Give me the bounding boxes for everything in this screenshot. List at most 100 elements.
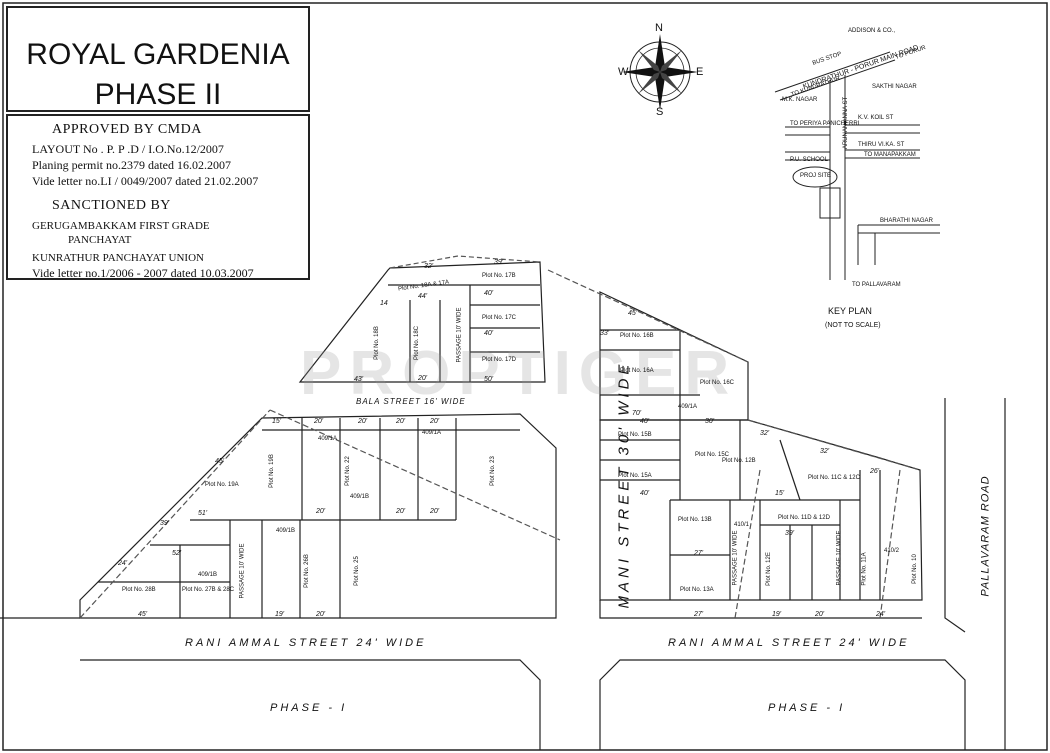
dimension-label: 20' [418, 375, 428, 382]
plot-label: Plot No. 19B [268, 454, 275, 488]
north-block [298, 261, 546, 383]
dimension-label: 19' [772, 611, 782, 618]
dimension-label: 40' [484, 330, 494, 337]
sanction-body1: GERUGAMBAKKAM FIRST GRADE [32, 220, 210, 232]
dimension-label: 50' [484, 376, 494, 383]
approval-box: APPROVED BY CMDA LAYOUT No . P. P .D / I… [6, 114, 310, 280]
plot-label: Plot No. 18C [414, 325, 421, 361]
kp-pu-school: P.U. SCHOOL [790, 157, 828, 163]
phase1-left-boundary [80, 659, 541, 750]
sanction-body2: PANCHAYAT [68, 234, 132, 246]
project-title: ROYAL GARDENIA [26, 38, 290, 71]
dimension-label: 20' [815, 611, 825, 618]
plot-label: Plot No. 15A [618, 473, 652, 479]
mani-street-label: MANI STREET 30' WIDE [615, 360, 633, 609]
dimension-label: 15' [272, 418, 282, 425]
plot-label: Plot No. 10 [911, 554, 918, 584]
dimension-label: 20' [430, 508, 440, 515]
approval-letter: Vide letter no.LI / 0049/2007 dated 21.0… [32, 174, 259, 188]
passage-label: PASSAGE 10' WIDE [239, 543, 246, 599]
dimension-label: 20' [316, 611, 326, 618]
compass-n: N [655, 22, 663, 34]
dimension-label: 20' [396, 508, 406, 515]
dimension-label: 20' [358, 418, 368, 425]
key-plan [774, 51, 940, 280]
kp-bharathi: BHARATHI NAGAR [880, 218, 933, 224]
dimension-label: 45' [628, 310, 638, 317]
dimension-label: 20' [316, 508, 326, 515]
project-phase: PHASE II [94, 78, 222, 111]
passage-label: PASSAGE 10' WIDE [836, 530, 843, 586]
dimension-label: 26' [870, 468, 880, 475]
survey-number: 409/1B [198, 572, 218, 578]
dimension-label: 32' [760, 430, 770, 437]
dimension-label: 40' [640, 418, 650, 425]
survey-number: 409/1A [318, 436, 338, 442]
phase1-left-label: PHASE - I [270, 702, 348, 714]
east-frontage [599, 600, 922, 619]
plot-label: Plot No. 23 [489, 456, 496, 486]
dimension-label: 20' [314, 418, 324, 425]
plot-label: Plot No. 12B [722, 458, 756, 464]
dimension-label: 30' [705, 418, 715, 425]
north-boundary [389, 255, 541, 269]
passage-label: PASSAGE 10' WIDE [732, 530, 739, 586]
survey-number: 410/2 [884, 548, 900, 554]
plot-label: Plot No. 15C [695, 452, 730, 458]
plot-label: Plot No. 16B [620, 333, 654, 339]
key-plan-note: (NOT TO SCALE) [825, 322, 881, 329]
dimension-label: 20' [430, 418, 440, 425]
plot-label: Plot No. 26B [303, 554, 310, 588]
survey-number: 410/1 [734, 522, 750, 528]
plot-label: Plot No. 16C [700, 380, 735, 386]
survey-number: 409/1B [350, 494, 370, 500]
dimension-label: 39' [160, 520, 170, 527]
dimension-label: 24' [118, 560, 128, 567]
compass-s: S [656, 106, 664, 118]
dimension-label: 19' [275, 611, 285, 618]
key-plan-title: KEY PLAN [828, 306, 872, 316]
plot-label: Plot No. 19A [205, 482, 239, 488]
rani-street-right: RANI AMMAL STREET 24' WIDE [668, 637, 910, 649]
kp-site: PROJ SITE [800, 173, 832, 179]
dimension-label: 51' [198, 510, 208, 517]
plot-label: Plot No. 28B [122, 587, 156, 593]
plot-label: Plot No. 22 [344, 456, 351, 486]
pallavaram-road-label: PALLAVARAM ROAD [979, 475, 992, 597]
bala-street-label: BALA STREET 16' WIDE [356, 397, 466, 406]
plot-label: Plot No. 11C & 12C [808, 475, 860, 481]
plot-label: Plot No. 27B & 28C [182, 587, 235, 593]
dimension-label: 45' [215, 458, 225, 465]
dimension-label: 45' [138, 611, 148, 618]
title-box: ROYAL GARDENIA PHASE II [6, 6, 310, 112]
survey-number: 409/1A [678, 404, 698, 410]
dimension-label: 32' [820, 448, 830, 455]
rani-street-left: RANI AMMAL STREET 24' WIDE [185, 637, 427, 649]
dimension-label: 43' [354, 376, 364, 383]
dimension-label: 33' [600, 330, 610, 337]
compass-rose [622, 34, 698, 110]
watermark: PROPTIGER [300, 339, 738, 408]
dimension-label: 24' [876, 611, 886, 618]
dimension-label: 52' [172, 550, 182, 557]
plot-label: Plot No. 17D [482, 357, 517, 363]
dimension-label: 39' [494, 259, 504, 266]
plot-label: Plot No. 12E [765, 552, 772, 586]
plot-label: Plot No. 11D & 12D [778, 515, 830, 521]
plot-label: Plot No. 17C [482, 315, 517, 321]
sanction-heading: SANCTIONED BY [52, 198, 171, 213]
survey-number: 409/1B [276, 528, 296, 534]
dimension-label: 39' [785, 530, 795, 537]
dimension-label: 27' [694, 611, 704, 618]
dimension-label: 15' [775, 490, 785, 497]
planning-permit: Planing permit no.2379 dated 16.02.2007 [32, 158, 231, 172]
dimension-label: 44' [418, 293, 428, 300]
dimension-label: 27' [694, 550, 704, 557]
plot-label: Plot No. 17B [482, 273, 516, 279]
kp-thiru: THIRU VI.KA. ST [858, 142, 905, 148]
phase1-right-label: PHASE - I [768, 702, 846, 714]
kp-kv-koil: K.V. KOIL ST [858, 115, 894, 121]
kp-arcot: ARUNAN ANNA ST [843, 96, 850, 150]
layout-no: LAYOUT No . P. P .D / I.O.No.12/2007 [32, 142, 224, 156]
